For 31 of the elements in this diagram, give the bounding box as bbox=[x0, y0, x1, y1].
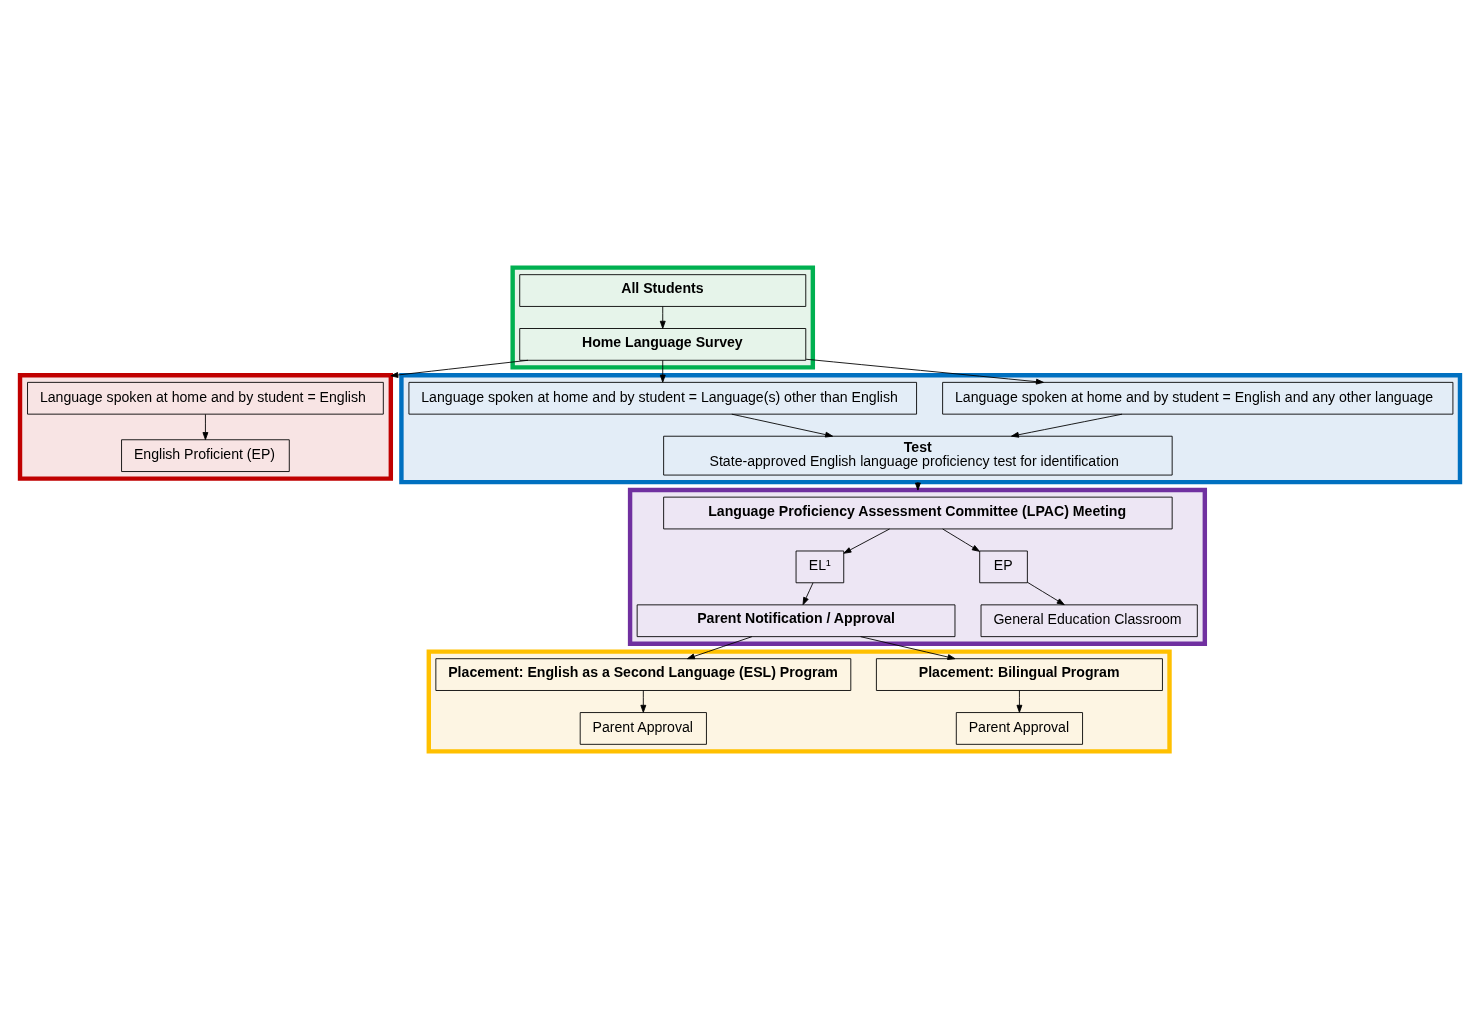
node-box: EL¹ bbox=[795, 550, 845, 584]
node-box: Test State-approved English language proficiency test for identification bbox=[663, 435, 1173, 476]
node-box: Parent Approval bbox=[579, 712, 707, 745]
arrow bbox=[659, 306, 666, 329]
arrow bbox=[390, 359, 529, 378]
arrow bbox=[805, 358, 1044, 385]
node-box: Home Language Survey bbox=[519, 328, 807, 361]
node-box: Language spoken at home and by student = English and any other language bbox=[942, 381, 1454, 415]
node-box: Language spoken at home and by student = English bbox=[27, 381, 384, 415]
node-box: Language Proficiency Assessment Committee (LPAC) Meeting bbox=[663, 496, 1173, 530]
arrow bbox=[659, 359, 666, 383]
arrow bbox=[1026, 581, 1065, 606]
node-box: Parent Approval bbox=[955, 712, 1083, 745]
node-box: All Students bbox=[519, 274, 807, 307]
node-box: Placement: Bilingual Program bbox=[875, 658, 1163, 691]
arrow bbox=[942, 528, 980, 552]
cluster bbox=[17, 373, 394, 481]
node-box: Placement: English as a Second Language (ESL) Program bbox=[435, 658, 852, 691]
node-box: English Proficient (EP) bbox=[121, 439, 290, 472]
node-box: Language spoken at home and by student = Language(s) other than English bbox=[408, 381, 917, 415]
arrow bbox=[802, 582, 814, 606]
cluster bbox=[627, 487, 1208, 646]
node-box: General Education Classroom bbox=[980, 604, 1198, 638]
arrow bbox=[202, 413, 209, 441]
arrow bbox=[843, 528, 890, 554]
arrow bbox=[640, 690, 647, 713]
arrow bbox=[1016, 690, 1023, 713]
cluster bbox=[426, 649, 1172, 754]
cluster bbox=[510, 265, 816, 370]
node-box: Parent Notification / Approval bbox=[636, 604, 956, 638]
node-box: EP bbox=[979, 550, 1028, 584]
